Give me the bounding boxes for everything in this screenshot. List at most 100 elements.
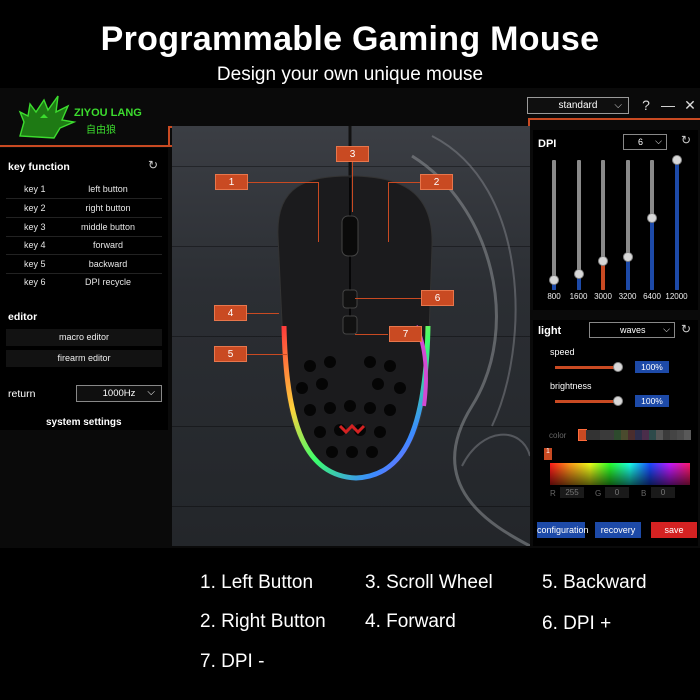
return-label: return (8, 388, 36, 400)
mode-select[interactable]: standard ⌵ (527, 97, 629, 114)
refresh-icon[interactable]: ↻ (148, 158, 159, 172)
color-swatch[interactable] (684, 430, 691, 440)
decorative-swirl (411, 135, 530, 546)
key-action: right button (85, 203, 131, 213)
color-swatch[interactable] (635, 430, 642, 440)
color-swatch[interactable] (663, 430, 670, 440)
color-swatch[interactable] (621, 430, 628, 440)
wolf-logo-icon (18, 95, 77, 139)
report-rate-select[interactable]: 1000Hz ⌵ (76, 385, 162, 402)
color-swatch[interactable] (656, 430, 663, 440)
system-settings-button[interactable]: system settings (46, 417, 122, 428)
dpi-slider-knob[interactable] (598, 256, 608, 266)
chevron-down-icon: ⌵ (614, 100, 622, 111)
close-button[interactable]: ✕ (684, 97, 696, 113)
dpi-slider-knob[interactable] (671, 155, 682, 165)
dpi-slider-fill (601, 261, 605, 290)
brand-name-cn: 自由狼 (86, 125, 116, 136)
light-panel: light waves ⌵ ↻ speed 100% brightness 10… (533, 320, 698, 546)
help-button[interactable]: ? (642, 97, 650, 113)
callout-line (318, 182, 319, 242)
callout-5: 5 (214, 346, 247, 362)
dpi-slider-fill (552, 280, 556, 290)
color-marker[interactable]: 1 (544, 448, 552, 460)
dpi-slider-track[interactable] (552, 160, 556, 290)
color-spectrum[interactable] (550, 463, 690, 485)
key-function-title: key function (8, 161, 70, 173)
color-swatch[interactable] (600, 430, 607, 440)
key-row[interactable]: key 6 DPI recycle (0, 273, 168, 291)
color-swatch[interactable] (593, 430, 600, 440)
color-swatch[interactable] (628, 430, 635, 440)
r-label: R (550, 489, 556, 498)
g-input[interactable]: 0 (605, 487, 629, 498)
dpi-level-value: 6 (638, 137, 644, 147)
key-row[interactable]: key 5 backward (0, 255, 168, 273)
color-label: color (549, 431, 567, 440)
refresh-icon[interactable]: ↻ (681, 322, 692, 336)
dpi-slider-knob[interactable] (647, 213, 657, 223)
light-effect-value: waves (620, 325, 646, 335)
color-swatch[interactable] (607, 430, 614, 440)
minimize-button[interactable]: — (661, 97, 675, 113)
chevron-down-icon: ⌵ (655, 136, 662, 146)
key-row[interactable]: key 1 left button (0, 180, 168, 198)
mouse-image (277, 126, 433, 481)
legend-item: 1. Left Button (200, 572, 314, 593)
key-label: key 5 (24, 259, 46, 269)
light-effect-select[interactable]: waves ⌵ (589, 322, 675, 338)
divider (6, 273, 162, 274)
callout-2: 2 (420, 174, 453, 190)
divider (6, 217, 162, 218)
configuration-button[interactable]: configuration (537, 522, 589, 538)
firearm-editor-button[interactable]: firearm editor (6, 350, 162, 367)
dpi-title: DPI (538, 138, 557, 150)
dpi-slider-track[interactable] (601, 160, 605, 290)
key-action: left button (88, 184, 128, 194)
key-row[interactable]: key 4 forward (0, 236, 168, 254)
dpi-slider-knob[interactable] (549, 275, 559, 285)
dpi-slider-track[interactable] (576, 160, 581, 290)
divider (6, 254, 162, 255)
macro-editor-button[interactable]: macro editor (6, 329, 162, 346)
key-action: middle button (80, 222, 136, 232)
color-swatch[interactable] (614, 430, 621, 440)
callout-line (388, 182, 420, 183)
dpi-level-select[interactable]: 6 ⌵ (623, 134, 667, 150)
dpi-slider-knob[interactable] (622, 252, 633, 262)
color-swatch[interactable] (586, 430, 593, 440)
key-action: backward (88, 259, 128, 269)
r-input[interactable]: 255 (560, 487, 584, 498)
key-label: key 4 (24, 240, 46, 250)
color-swatch[interactable] (670, 430, 677, 440)
brightness-label: brightness (550, 381, 592, 391)
color-swatch[interactable] (649, 430, 656, 440)
color-swatch[interactable] (677, 430, 684, 440)
speed-slider-fill (555, 366, 615, 369)
refresh-icon[interactable]: ↻ (681, 133, 692, 147)
brightness-slider-knob[interactable] (613, 396, 623, 406)
key-row[interactable]: key 2 right button (0, 199, 168, 217)
dpi-slider-fill (674, 160, 679, 290)
brand-name: ZIYOU LANG (74, 107, 142, 119)
b-input[interactable]: 0 (651, 487, 675, 498)
recovery-button[interactable]: recovery (595, 522, 641, 538)
chevron-down-icon: ⌵ (663, 324, 670, 334)
frame-line (528, 118, 700, 120)
color-swatch[interactable] (578, 429, 587, 441)
report-rate-value: 1000Hz (102, 388, 136, 399)
key-row[interactable]: key 3 middle button (0, 218, 168, 236)
speed-slider-knob[interactable] (613, 362, 623, 372)
dpi-slider-track[interactable] (625, 160, 630, 290)
dpi-level-label: 12000 (665, 292, 688, 301)
dpi-slider-knob[interactable] (573, 269, 584, 279)
color-palette (578, 429, 691, 441)
key-label: key 1 (24, 184, 46, 194)
editor-title: editor (8, 311, 38, 323)
color-swatch[interactable] (642, 430, 649, 440)
callout-line (247, 354, 287, 355)
dpi-level-label: 800 (547, 292, 561, 301)
save-button[interactable]: save (651, 522, 697, 538)
callout-4: 4 (214, 305, 247, 321)
